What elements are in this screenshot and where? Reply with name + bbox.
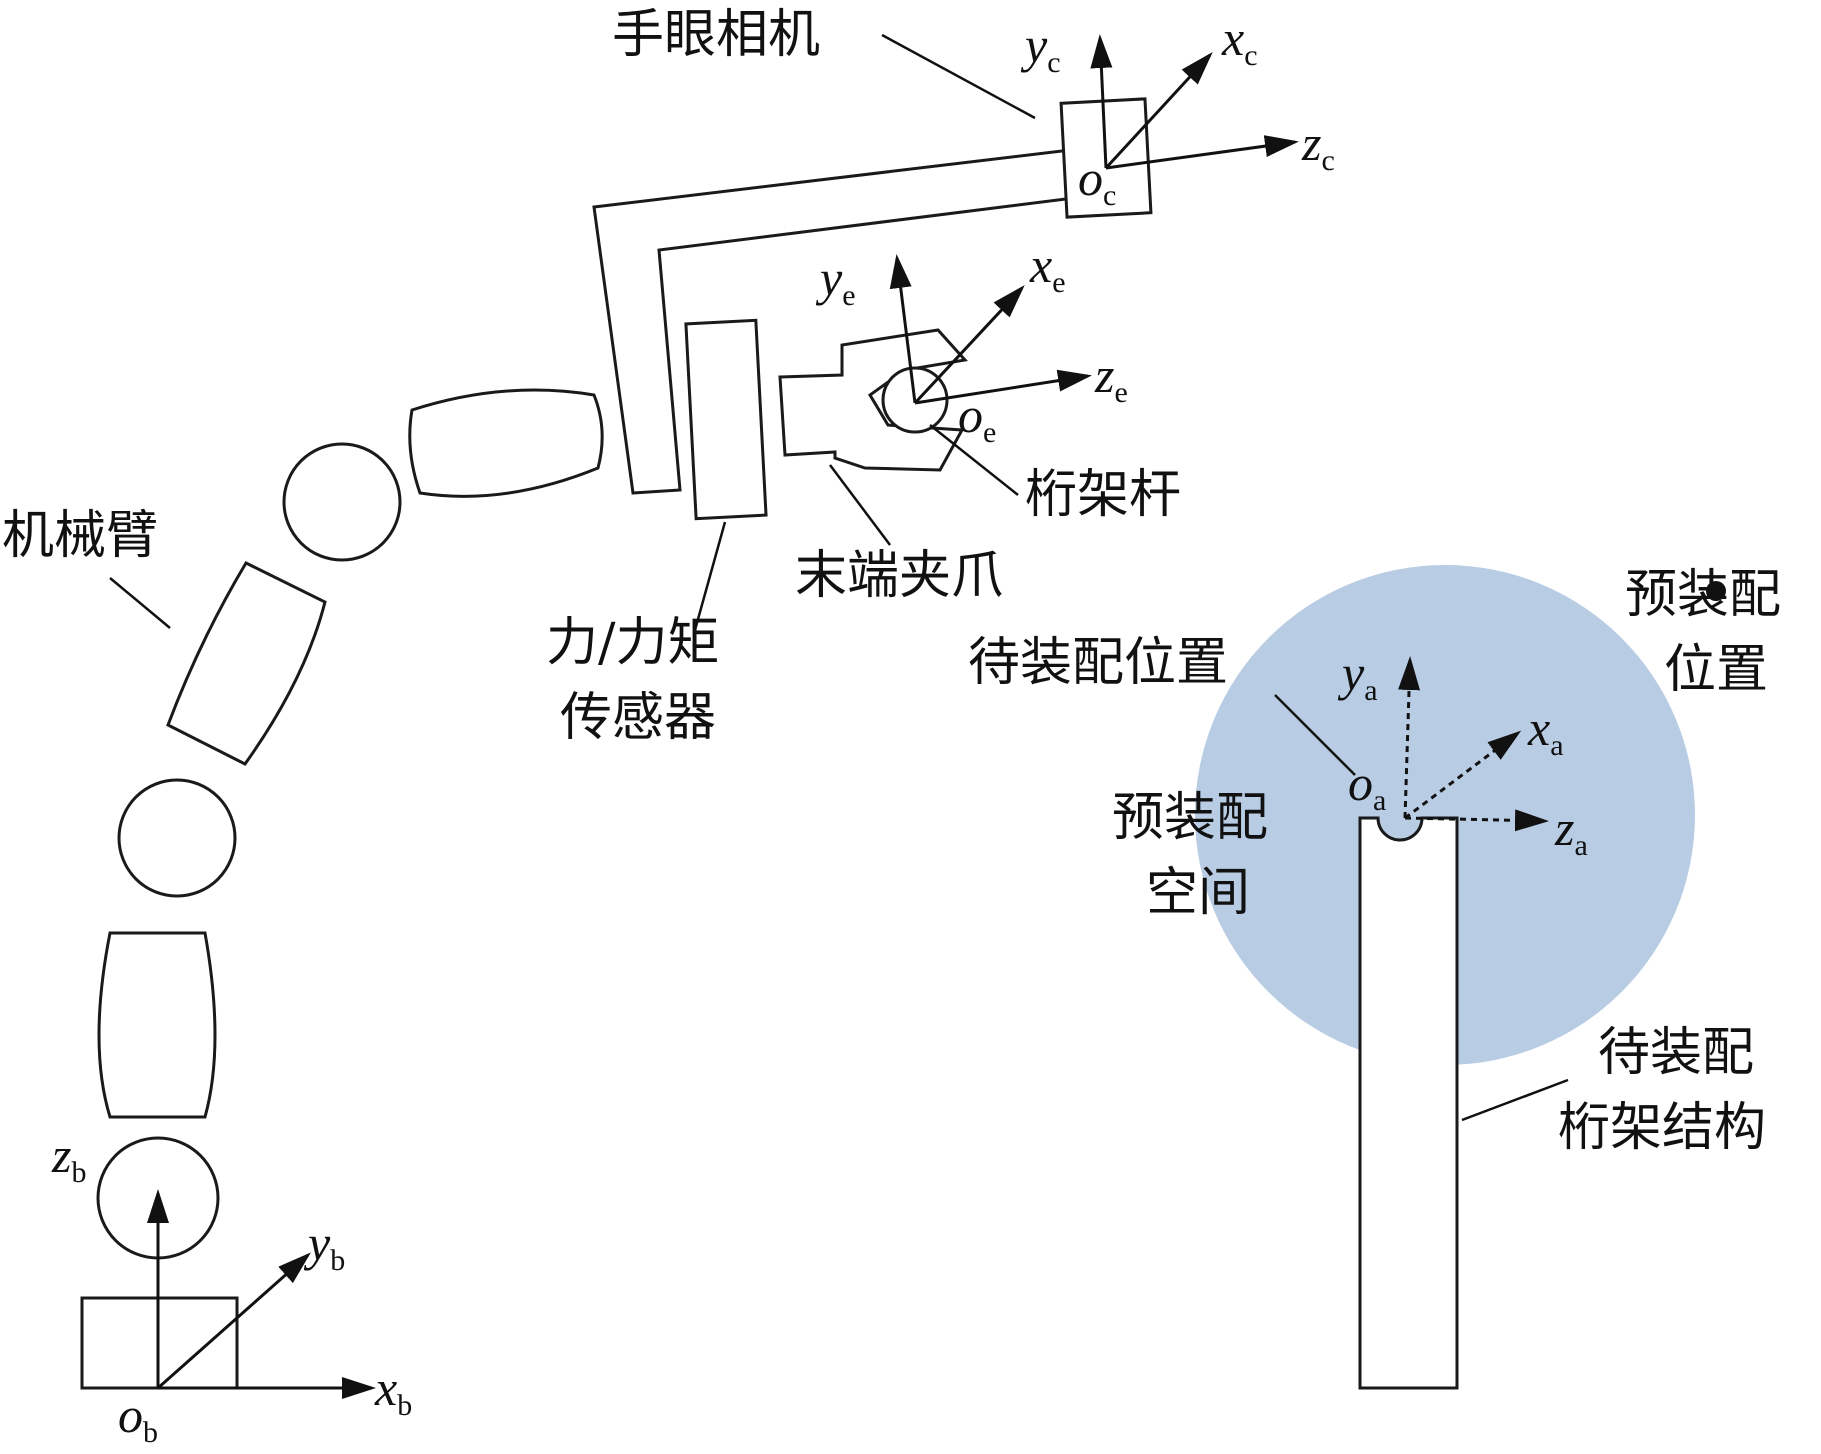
label-end-effector-z: ze	[1094, 347, 1128, 409]
label-robot-arm: 机械臂	[2, 506, 158, 566]
label-assembly-z: za	[1554, 800, 1588, 862]
arm-link-1	[97, 931, 217, 1119]
base-y-axis	[157, 1252, 311, 1390]
label-assembly-y: ya	[1337, 645, 1378, 707]
camera-frame	[1090, 34, 1299, 170]
label-end-gripper: 末端夹爪	[795, 546, 1003, 606]
leader-truss-structure	[1461, 1078, 1569, 1122]
pre-assembly-position-dot	[1706, 581, 1726, 601]
arm-link-2	[166, 561, 327, 766]
label-assembly-origin: oa	[1348, 755, 1386, 817]
label-truss-structure-line2: 桁架结构	[1558, 1098, 1766, 1158]
label-end-effector-origin: oe	[958, 387, 996, 449]
label-pre-assemble-position-line1: 预装配	[1625, 565, 1781, 625]
label-pre-assemble-position-line2: 位置	[1664, 640, 1768, 700]
force-torque-sensor	[684, 318, 768, 521]
leader-robot-arm	[109, 577, 171, 629]
camera-x-axis	[1104, 52, 1213, 170]
leader-lines	[109, 33, 1569, 1122]
pre-assembly-space-region	[1195, 565, 1695, 1065]
arm-joint-2	[117, 778, 237, 898]
label-camera-y: yc	[1020, 17, 1061, 79]
label-end-effector-y: ye	[815, 250, 856, 312]
label-assembly-x: xa	[1527, 700, 1564, 762]
arm-link-3	[408, 388, 604, 498]
end-effector-frame	[889, 254, 1092, 405]
label-camera-z: zc	[1301, 115, 1335, 177]
assembly-x-axis	[1404, 730, 1522, 820]
label-pre-assemble-space-line2: 空间	[1146, 863, 1250, 923]
gripper-jaw-body	[778, 328, 968, 472]
assembly-z-axis	[1404, 809, 1549, 832]
label-base-x: xb	[374, 1360, 412, 1422]
leader-gripper	[829, 464, 891, 546]
assembly-frame	[1398, 656, 1549, 832]
label-pre-assemble-space-line1: 预装配	[1112, 788, 1268, 848]
label-camera-origin: oc	[1078, 150, 1116, 212]
end-effector-y-axis	[889, 254, 917, 404]
label-ft-sensor-line2: 传感器	[560, 688, 716, 748]
leader-truss-rod	[929, 424, 1019, 496]
end-effector-z-axis	[914, 369, 1092, 405]
label-truss-structure-line1: 待装配	[1598, 1023, 1754, 1083]
label-base-origin: ob	[118, 1387, 158, 1449]
label-camera-x: xc	[1221, 10, 1258, 72]
arm-joint-3	[282, 442, 402, 562]
robot-arm	[96, 148, 1076, 1260]
label-ft-sensor-line1: 力/力矩	[546, 613, 720, 673]
leader-assembly-position	[1274, 694, 1356, 776]
label-truss-rod: 桁架杆	[1025, 465, 1181, 525]
truss-structure-post	[1358, 816, 1459, 1390]
base-frame	[147, 1189, 376, 1399]
label-to-assemble-position: 待装配位置	[968, 633, 1228, 693]
assembly-y-axis	[1398, 656, 1421, 819]
label-base-z: zb	[51, 1127, 86, 1189]
label-hand-eye-camera: 手眼相机	[612, 5, 820, 65]
label-base-y: yb	[303, 1215, 345, 1277]
end-effector-x-axis	[913, 285, 1025, 405]
label-end-effector-x: xe	[1029, 237, 1066, 299]
camera-z-axis	[1105, 135, 1299, 170]
camera-y-axis	[1090, 34, 1113, 169]
leader-ft-sensor	[693, 521, 727, 631]
leader-camera	[881, 33, 1036, 120]
